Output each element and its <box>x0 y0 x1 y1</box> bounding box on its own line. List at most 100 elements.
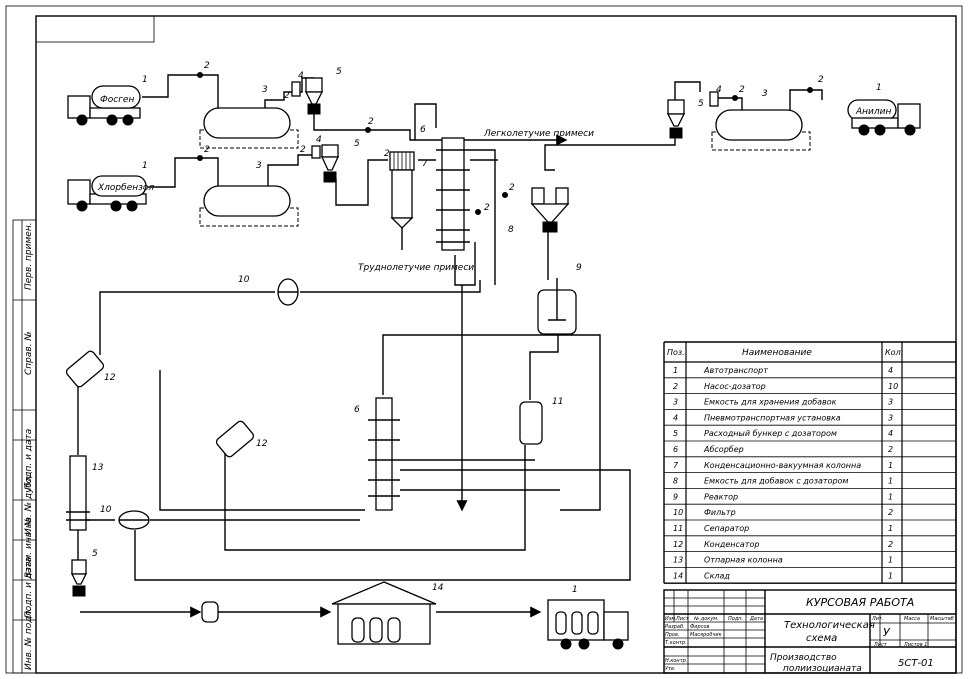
side-stamp: Перв. примен. Справ. № Подп. и дата Инв.… <box>12 219 37 674</box>
num-12a: 12 <box>104 373 116 383</box>
truck-phosgene: Фосген 1 <box>67 75 148 126</box>
table-row-pos: 14 <box>673 571 683 580</box>
sheet-header: Лист <box>873 642 888 648</box>
mass-header: Масса <box>904 616 920 622</box>
num-5b: 5 <box>354 139 360 149</box>
num-11: 11 <box>552 397 563 407</box>
stamp-row-nkontr: Н.контр. <box>665 658 687 664</box>
num-4c: 4 <box>716 85 722 95</box>
table-row-pos: 4 <box>673 413 678 422</box>
chlorobenzene-label: Хлорбензол <box>97 183 154 193</box>
num-2f: 2 <box>509 183 515 193</box>
num-2e: 2 <box>739 85 745 95</box>
num-5c: 5 <box>698 99 704 109</box>
side-label-4: Инв. № дубл. <box>24 473 34 535</box>
table-row-qty: 4 <box>888 366 893 375</box>
table-row-name: Расходный бункер с дозатором <box>704 429 837 438</box>
table-row-name: Конденсационно-вакуумная колонна <box>704 461 861 470</box>
filter-bottom: 10 <box>100 505 150 530</box>
table-row-pos: 7 <box>673 461 679 470</box>
table-row-qty: 1 <box>888 461 893 470</box>
filter-top: 10 <box>238 275 299 306</box>
warehouse: 14 <box>331 581 444 645</box>
side-label-2: Справ. № <box>24 331 34 375</box>
condensing-vacuum-column: 7 <box>389 151 428 250</box>
pipelines <box>77 74 823 618</box>
table-row-pos: 11 <box>673 524 683 533</box>
stripping-column: 13 <box>66 455 104 531</box>
table-row-name: Отпарная колонна <box>704 556 783 565</box>
table-row-name: Фильтр <box>704 508 736 517</box>
table-row-pos: 1 <box>673 366 678 375</box>
side-label-3: Подп. и дата <box>24 429 34 490</box>
table-row-pos: 12 <box>673 540 683 549</box>
aniline-label: Анилин <box>855 107 891 117</box>
table-row-qty: 1 <box>888 492 893 501</box>
num-1b: 1 <box>142 161 148 171</box>
side-label-6: Подп. и дата <box>24 557 34 618</box>
separator: 11 <box>519 397 563 445</box>
condenser-middle: 12 <box>215 420 268 458</box>
side-label-7: Инв. № подл. <box>24 608 34 670</box>
stamp-name-2: Масяробчик <box>690 632 722 638</box>
product-line-2: полиизоцианата <box>783 664 862 674</box>
table-row-qty: 3 <box>888 413 893 422</box>
pumps: 2 2 2 2 2 2 2 2 2 2 <box>197 61 824 215</box>
num-6b: 6 <box>354 405 360 415</box>
product-line-1: Производство <box>770 653 837 663</box>
pneumo-hopper-right: 4 5 <box>666 85 722 139</box>
num-4a: 4 <box>298 71 304 81</box>
truck-aniline: Анилин 1 <box>847 83 921 136</box>
table-row-pos: 10 <box>673 508 683 517</box>
reactor: 9 <box>537 263 582 335</box>
sheets-header: Листов 1 <box>903 642 927 648</box>
stamp-row-prov: Пров. <box>665 632 680 638</box>
table-row-name: Автотранспорт <box>703 366 768 375</box>
num-2b: 2 <box>204 145 210 155</box>
scale-header: Масштаб <box>930 616 954 622</box>
hopper-bottom: 5 <box>70 549 98 597</box>
storage-tank-1: 3 <box>199 85 299 149</box>
table-row-pos: 3 <box>673 398 678 407</box>
drawing-title-1: Технологическая <box>784 620 875 631</box>
num-1a: 1 <box>142 75 148 85</box>
litera-value: У <box>883 626 891 639</box>
stamp-col-date: Дата <box>749 616 763 622</box>
table-row-name: Пневмотранспортная установка <box>704 413 841 422</box>
table-row-pos: 6 <box>673 445 678 454</box>
num-4b: 4 <box>316 135 322 145</box>
table-row-name: Конденсатор <box>704 540 759 549</box>
num-2i: 2 <box>284 91 290 101</box>
table-header-qty: Кол. <box>885 348 903 357</box>
doc-code: 5СТ-01 <box>898 658 934 669</box>
side-label-5: Взам. инв. № <box>24 517 34 578</box>
table-row-qty: 10 <box>888 382 898 391</box>
storage-tank-aniline: 3 <box>711 89 811 151</box>
table-row-qty: 1 <box>888 556 893 565</box>
num-2c: 2 <box>368 117 374 127</box>
num-7: 7 <box>422 159 428 169</box>
condenser-left: 12 <box>65 350 116 388</box>
storage-tank-2: 3 <box>199 161 299 227</box>
absorber-upper: 6 <box>420 125 470 251</box>
table-row-name: Абсорбер <box>703 445 744 454</box>
title-block: Изм. Лист № докум. Подп. Дата Разраб. Пр… <box>663 589 957 674</box>
course-work-title: КУРСОВАЯ РАБОТА <box>806 596 914 609</box>
side-label-1: Перв. примен. <box>24 222 34 290</box>
stamp-row-tkontr: Т.контр. <box>665 640 687 646</box>
table-row-qty: 2 <box>888 540 893 549</box>
light-impurities-label: Легколетучие примеси <box>483 129 594 139</box>
table-row-qty: 2 <box>888 508 893 517</box>
absorber-lower: 6 <box>354 397 400 511</box>
num-2h: 2 <box>384 149 390 159</box>
table-header-pos: Поз. <box>667 348 685 357</box>
table-row-name: Склад <box>704 571 730 580</box>
stamp-col-list: Лист <box>675 616 690 622</box>
phosgene-label: Фосген <box>100 95 134 105</box>
drum <box>201 601 219 623</box>
truck-product: 1 <box>547 585 629 650</box>
num-9: 9 <box>576 263 582 273</box>
num-2a: 2 <box>204 61 210 71</box>
num-1c: 1 <box>876 83 882 93</box>
